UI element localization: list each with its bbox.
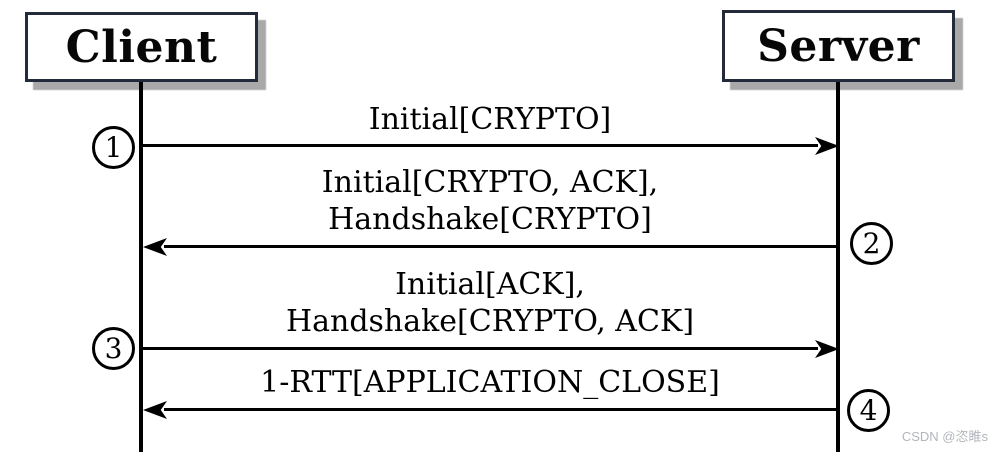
message-4-label: 1-RTT[APPLICATION_CLOSE] (190, 364, 790, 401)
step-number-1: 1 (104, 131, 123, 164)
message-3-arrow-line (143, 347, 818, 350)
step-badge-1: 1 (92, 126, 135, 169)
message-2-label-line-1: Initial[CRYPTO, ACK], (321, 165, 659, 200)
step-badge-2: 2 (850, 222, 893, 265)
client-lifeline (139, 82, 143, 452)
server-lifeline (836, 82, 840, 452)
message-1-label-line-1: Initial[CRYPTO] (368, 102, 612, 137)
message-3-label-line-2: Handshake[CRYPTO, ACK] (285, 304, 695, 339)
message-2-label-line-2: Handshake[CRYPTO] (328, 202, 652, 237)
actor-box-client: Client (25, 12, 258, 82)
actor-box-server: Server (722, 10, 955, 82)
step-number-4: 4 (859, 394, 878, 427)
message-3-label: Initial[ACK], Handshake[CRYPTO, ACK] (190, 266, 790, 340)
step-number-2: 2 (862, 227, 881, 260)
actor-server-label: Server (757, 20, 920, 72)
message-1-label: Initial[CRYPTO] (190, 101, 790, 138)
message-3-label-line-1: Initial[ACK], (395, 267, 585, 302)
actor-client-label: Client (65, 21, 218, 73)
step-badge-4: 4 (847, 389, 890, 432)
step-badge-3: 3 (92, 327, 135, 370)
message-4-arrow-line (164, 408, 838, 411)
message-1-arrow-line (143, 144, 818, 147)
step-number-3: 3 (104, 332, 123, 365)
message-2-arrow-line (164, 245, 838, 248)
message-2-label: Initial[CRYPTO, ACK], Handshake[CRYPTO] (190, 164, 790, 238)
message-4-label-line-1: 1-RTT[APPLICATION_CLOSE] (260, 365, 720, 400)
watermark: CSDN @恣睢s (901, 429, 988, 444)
